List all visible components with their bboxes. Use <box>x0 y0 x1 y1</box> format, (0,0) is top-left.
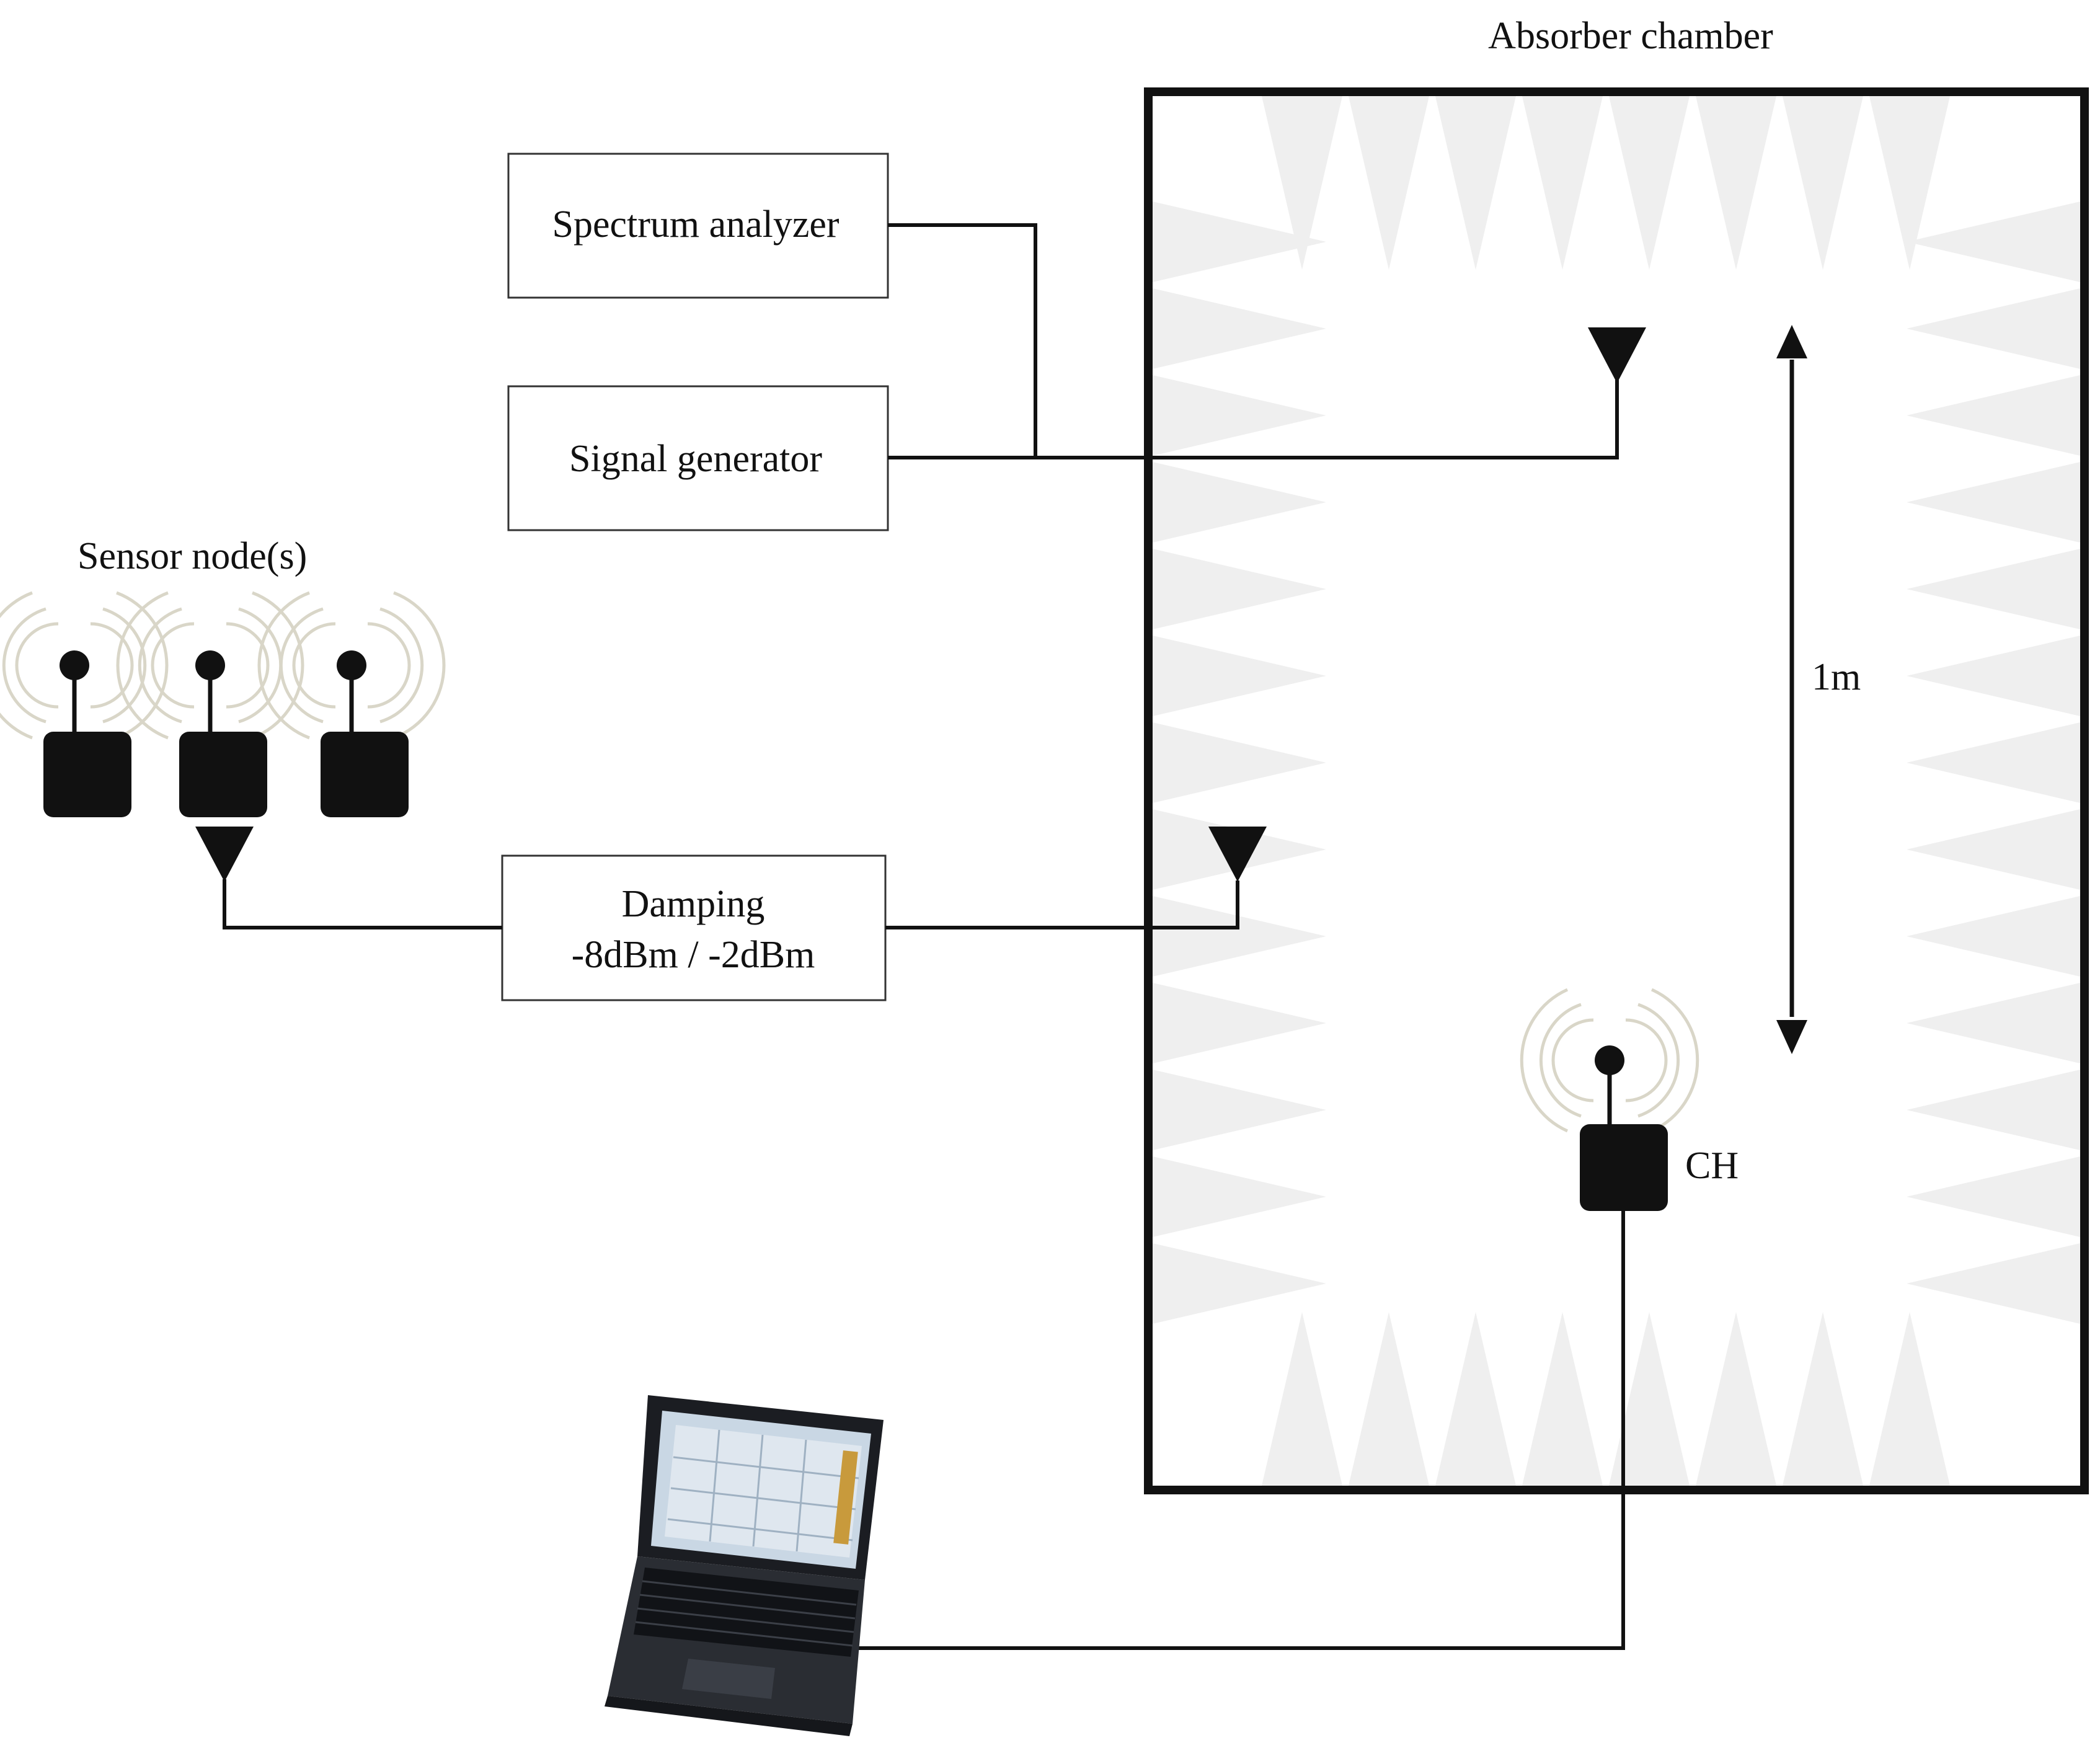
cluster-head-label: CH <box>1685 1145 1739 1187</box>
absorber-cone <box>1609 1312 1690 1486</box>
absorber-cone <box>1153 1243 1326 1324</box>
sensor-node-1 <box>0 591 169 817</box>
absorber-cone <box>1907 809 2080 890</box>
absorber-cone <box>1907 983 2080 1063</box>
absorber-cone <box>1153 549 1326 629</box>
wave-icon <box>116 591 304 740</box>
sensor-node-icon <box>179 732 267 817</box>
damping-box: Damping -8dBm / -2dBm <box>501 854 887 1001</box>
absorber-cone <box>1696 96 1776 270</box>
absorber-cone <box>1907 896 2080 977</box>
absorber-cone <box>1907 462 2080 543</box>
absorber-cones <box>1153 96 2080 1486</box>
absorber-cone <box>1609 96 1690 270</box>
double-arrow-icon <box>1776 325 1807 1054</box>
spectrum-analyzer-label: Spectrum analyzer <box>552 203 839 246</box>
absorber-cone <box>1783 1312 1863 1486</box>
chamber-title: Absorber chamber <box>1488 15 1773 57</box>
absorber-cone <box>1522 1312 1603 1486</box>
damping-value: -8dBm / -2dBm <box>572 934 815 976</box>
chamber-wall <box>1144 87 2089 1494</box>
rf-cable-lower <box>223 879 1239 929</box>
cluster-head-node <box>1520 988 1699 1211</box>
absorber-chamber <box>1144 87 2089 1494</box>
antenna-triangle-icon <box>195 827 254 882</box>
absorber-cone <box>1907 1243 2080 1324</box>
distance-label: 1m <box>1812 656 1861 698</box>
signal-generator-box: Signal generator <box>507 385 889 531</box>
antenna-triangle-icon <box>1208 827 1267 882</box>
absorber-cone <box>1153 896 1326 977</box>
absorber-cone <box>1153 462 1326 543</box>
wave-icon <box>0 591 169 740</box>
absorber-cone <box>1262 96 1342 270</box>
absorber-cone <box>1522 96 1603 270</box>
sensor-node-icon <box>321 732 409 817</box>
absorber-cone <box>1696 1312 1776 1486</box>
absorber-cone <box>1435 1312 1516 1486</box>
absorber-cone <box>1153 722 1326 803</box>
absorber-cone <box>1907 636 2080 716</box>
absorber-cone <box>1153 375 1326 456</box>
laptop-icon <box>605 1395 884 1736</box>
absorber-cone <box>1349 96 1429 270</box>
wave-icon <box>257 591 446 740</box>
sensor-node-2 <box>116 591 304 817</box>
spectrum-analyzer-box: Spectrum analyzer <box>507 153 889 299</box>
absorber-cone <box>1153 1156 1326 1237</box>
absorber-cone <box>1783 96 1863 270</box>
absorber-cone <box>1153 1070 1326 1150</box>
absorber-cone <box>1869 1312 1950 1486</box>
wave-icon <box>1520 988 1699 1133</box>
absorber-cone <box>1349 1312 1429 1486</box>
absorber-cone <box>1153 288 1326 369</box>
absorber-cone <box>1907 722 2080 803</box>
absorber-cone <box>1153 983 1326 1063</box>
absorber-cone <box>1907 288 2080 369</box>
signal-generator-label: Signal generator <box>569 438 822 480</box>
absorber-cone <box>1262 1312 1342 1486</box>
rf-cable-upper <box>888 223 1619 459</box>
antenna-triangle-icon <box>1588 327 1646 383</box>
absorber-cone <box>1907 549 2080 629</box>
sensor-node-icon <box>1580 1124 1668 1211</box>
absorber-cone <box>1153 202 1326 282</box>
sensor-node-3 <box>257 591 446 817</box>
damping-label: Damping <box>622 883 765 925</box>
absorber-cone <box>1869 96 1950 270</box>
usb-cable <box>849 1209 1625 1650</box>
sensor-node-icon <box>43 732 131 817</box>
absorber-cone <box>1907 1156 2080 1237</box>
sensor-nodes-title: Sensor node(s) <box>78 535 307 577</box>
absorber-cone <box>1907 375 2080 456</box>
absorber-cone <box>1435 96 1516 270</box>
absorber-cone <box>1153 636 1326 716</box>
absorber-cone <box>1907 1070 2080 1150</box>
absorber-cone <box>1907 202 2080 282</box>
